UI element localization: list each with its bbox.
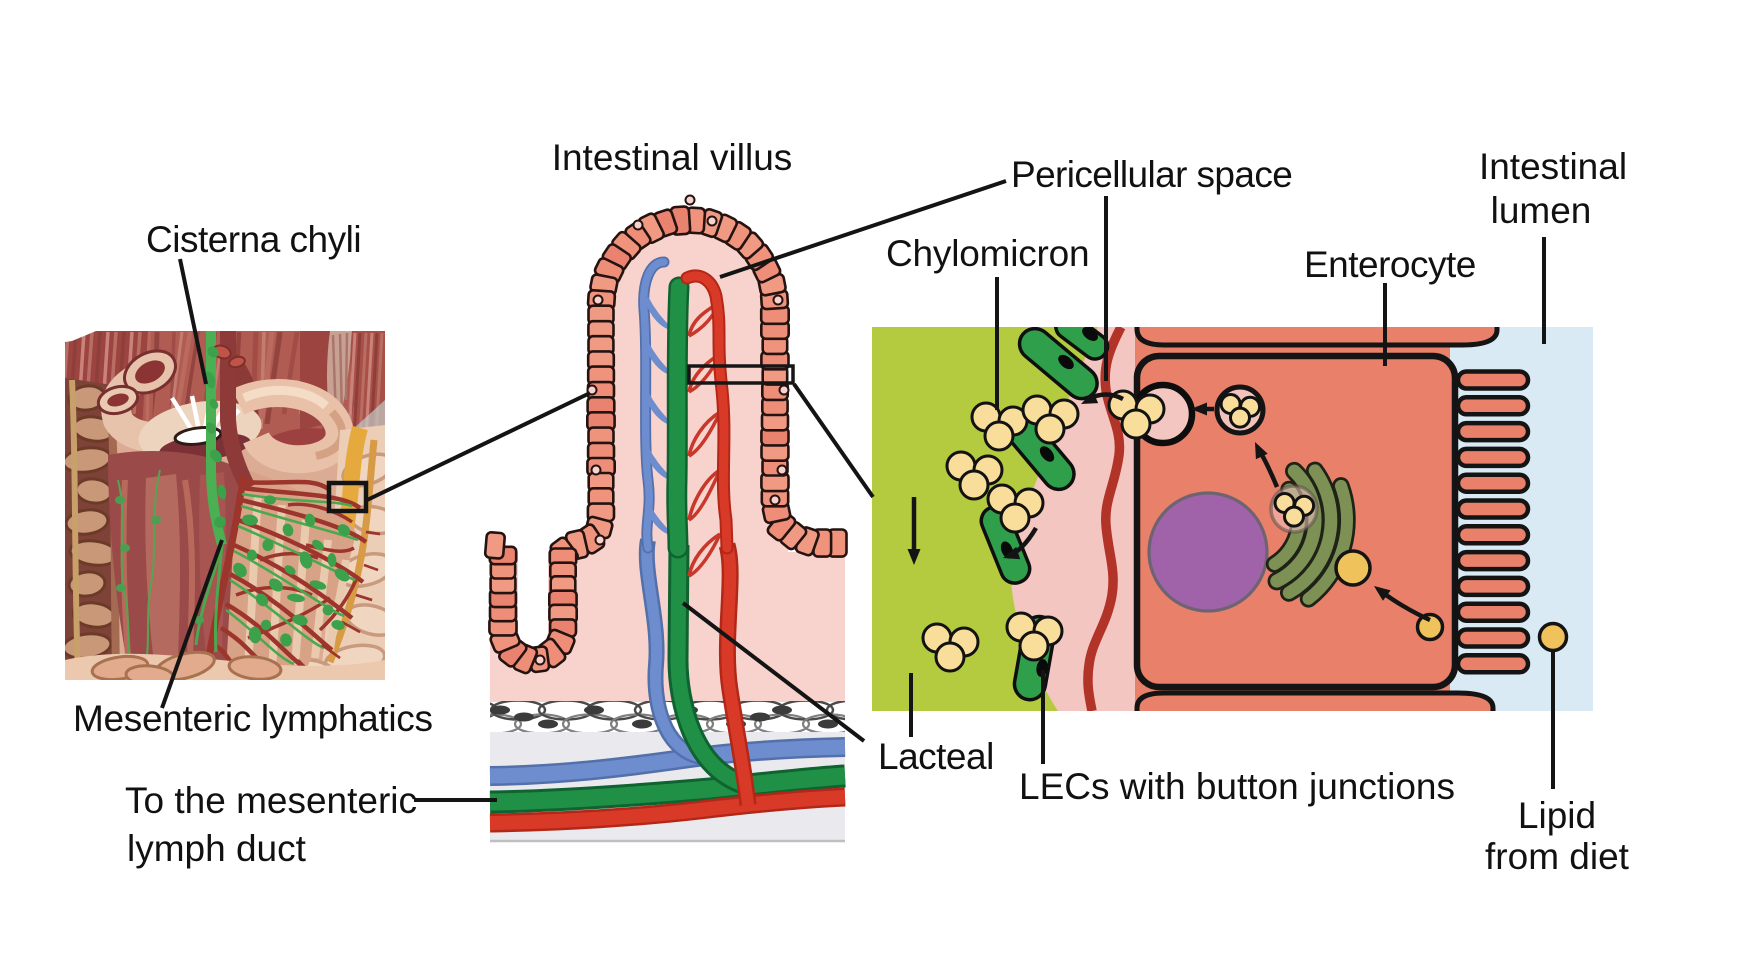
svg-text:Intestinal villus: Intestinal villus	[552, 137, 793, 178]
svg-text:Cisterna chyli: Cisterna chyli	[146, 219, 361, 260]
svg-text:Chylomicron: Chylomicron	[886, 233, 1089, 274]
svg-text:from diet: from diet	[1485, 836, 1630, 877]
svg-text:Lacteal: Lacteal	[878, 736, 994, 777]
svg-text:lumen: lumen	[1491, 190, 1592, 231]
svg-text:Enterocyte: Enterocyte	[1304, 244, 1476, 285]
svg-text:LECs with button junctions: LECs with button junctions	[1019, 766, 1455, 807]
svg-text:To the mesenteric: To the mesenteric	[125, 780, 417, 821]
svg-text:Mesenteric lymphatics: Mesenteric lymphatics	[73, 698, 433, 739]
svg-text:Lipid: Lipid	[1518, 795, 1596, 836]
svg-text:Intestinal: Intestinal	[1479, 146, 1627, 187]
svg-text:Pericellular space: Pericellular space	[1011, 154, 1292, 195]
svg-text:lymph duct: lymph duct	[127, 828, 307, 869]
